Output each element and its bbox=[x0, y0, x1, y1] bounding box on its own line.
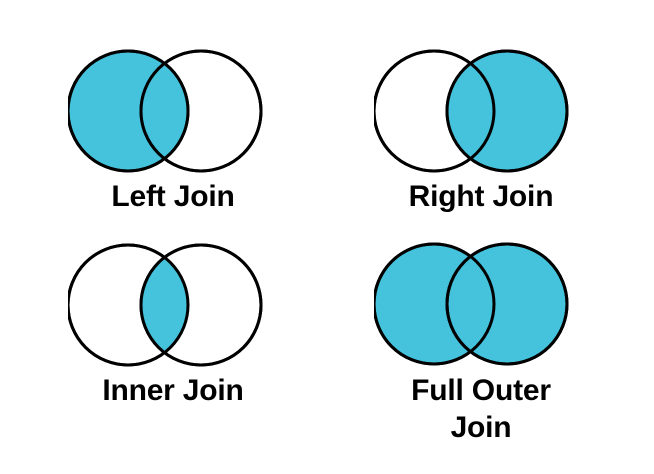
intersection-region bbox=[141, 51, 188, 171]
left-set-outline bbox=[374, 49, 496, 173]
left-set-outline bbox=[68, 49, 190, 173]
left-join-label: Left Join bbox=[111, 180, 235, 213]
inner-join-venn-graphic bbox=[68, 243, 263, 367]
right-set-outline bbox=[445, 242, 569, 366]
left-join-venn-graphic bbox=[68, 49, 263, 173]
venn-diagram-inner-join: Inner Join bbox=[18, 233, 328, 418]
intersection-region bbox=[141, 245, 188, 365]
venn-diagram-right-join: Right Join bbox=[326, 40, 636, 225]
right-join-label: Right Join bbox=[408, 180, 554, 213]
venn-diagram-full-outer-join: Full Outer Join bbox=[326, 233, 636, 463]
full-outer-join-label: Full Outer Join bbox=[411, 374, 551, 444]
inner-join-label: Inner Join bbox=[102, 374, 244, 407]
intersection-region bbox=[447, 51, 494, 171]
right-set-outline bbox=[139, 243, 263, 367]
venn-diagram-left-join: Left Join bbox=[18, 40, 328, 225]
full-outer-join-venn-graphic bbox=[374, 242, 569, 366]
left-set-outline bbox=[68, 243, 190, 367]
right-set-outline bbox=[139, 49, 263, 173]
right-set-outline bbox=[445, 49, 569, 173]
right-join-venn-graphic bbox=[374, 49, 569, 173]
left-set-outline bbox=[374, 242, 496, 366]
